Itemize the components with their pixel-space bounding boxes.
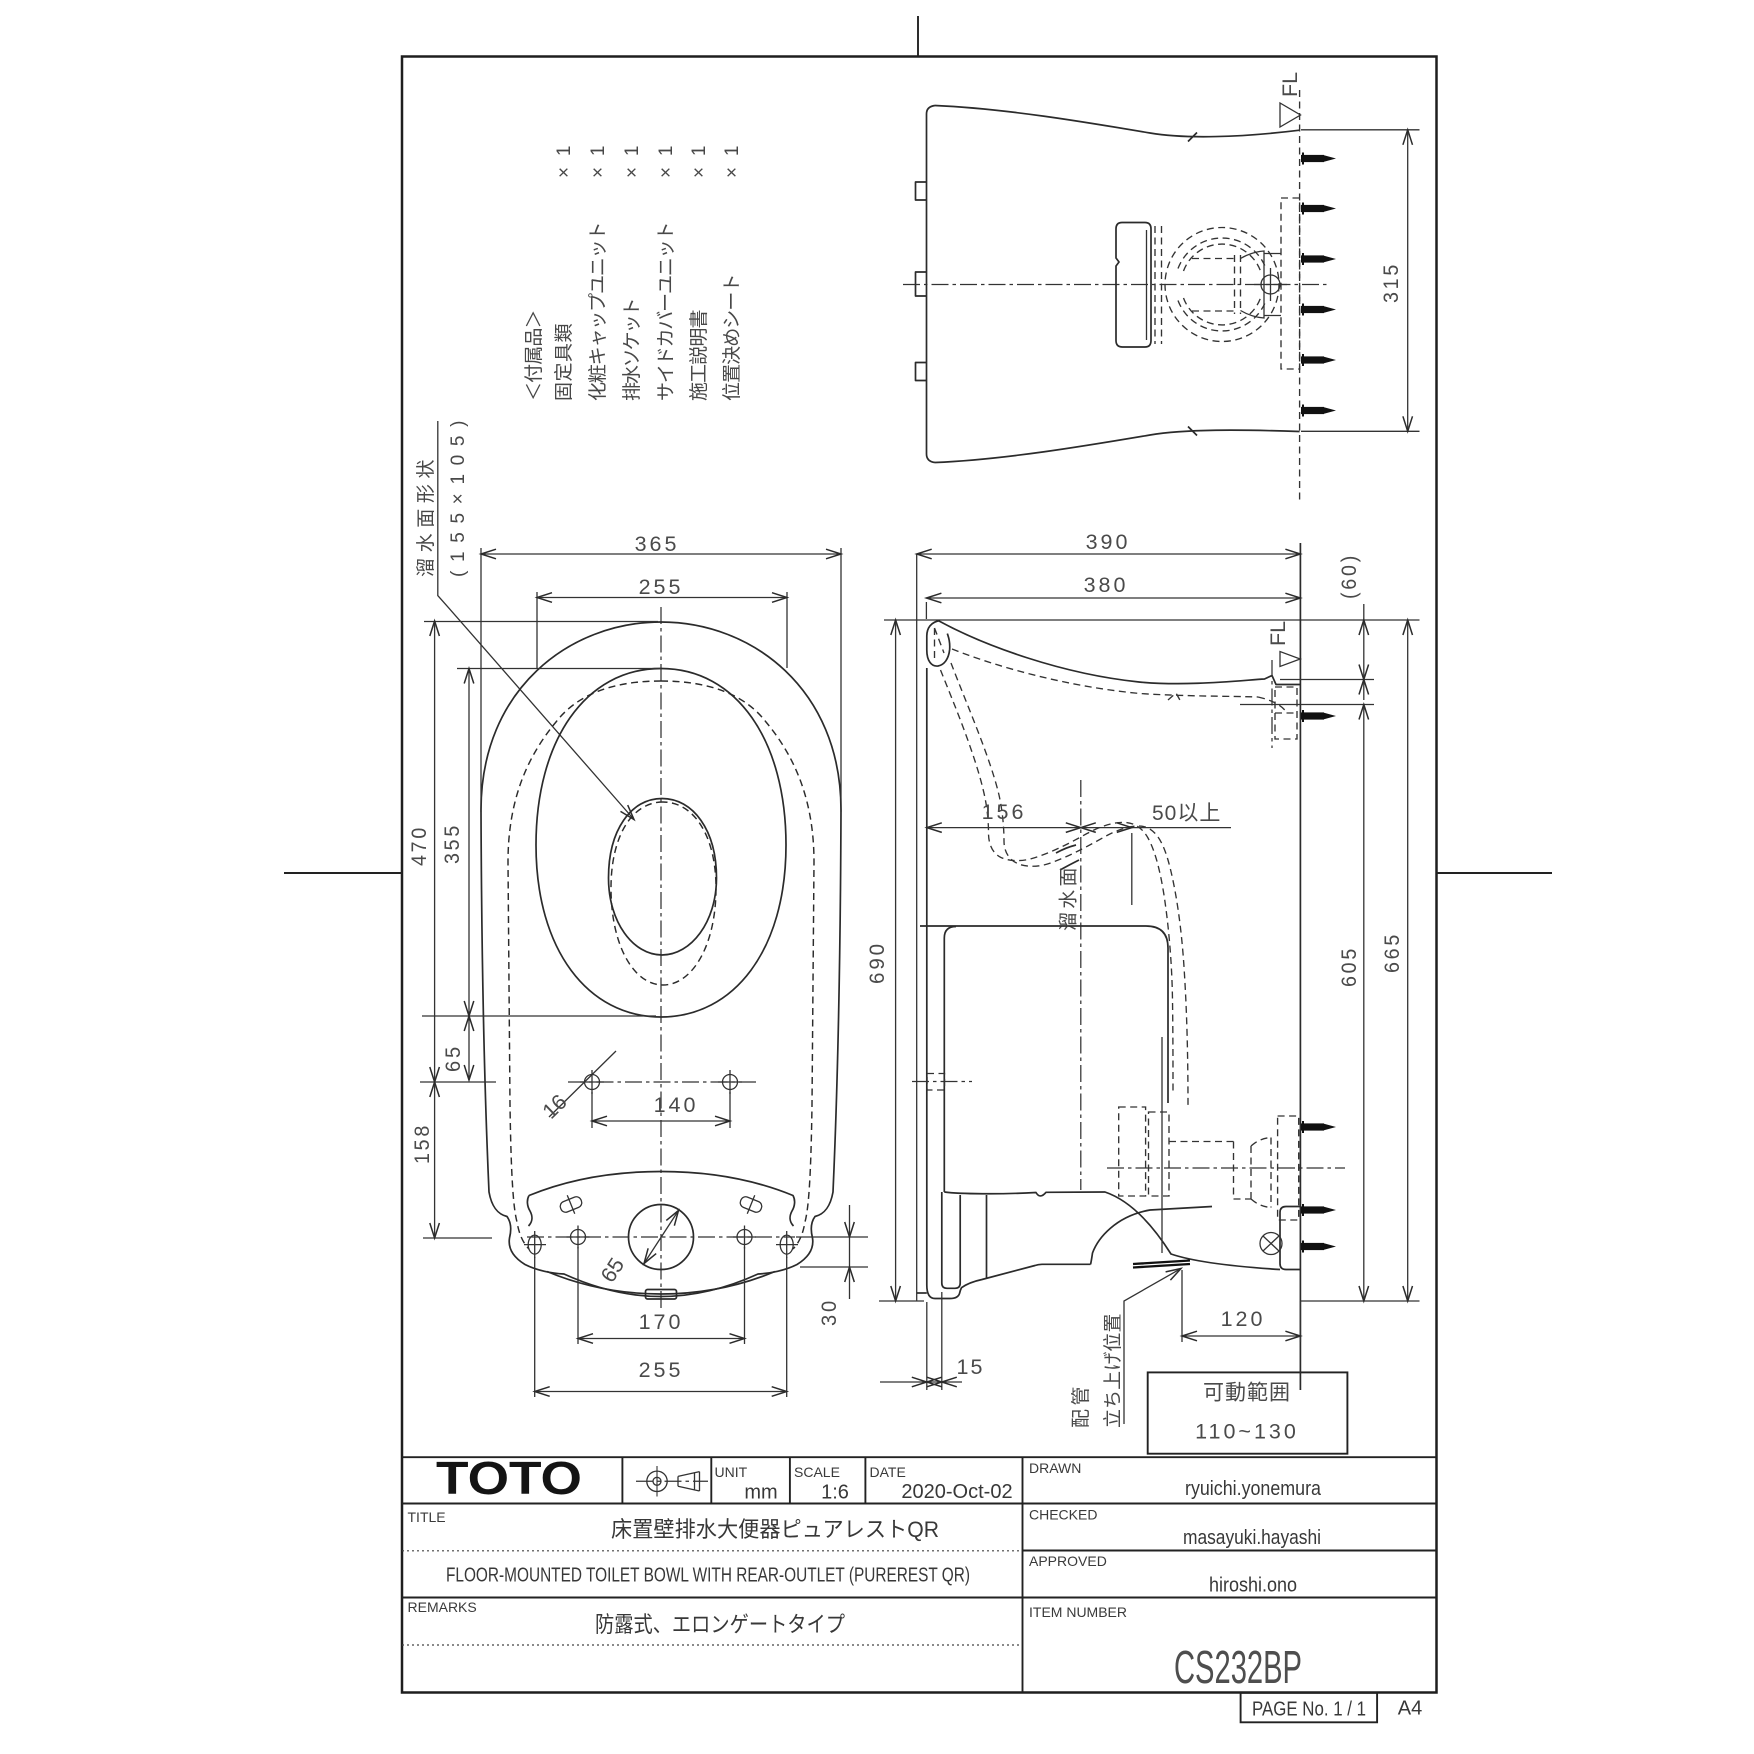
svg-text:DATE: DATE bbox=[870, 1464, 906, 1480]
svg-text:355: 355 bbox=[440, 823, 464, 864]
svg-text:(60): (60) bbox=[1337, 553, 1361, 599]
svg-text:FL: FL bbox=[1278, 72, 1302, 97]
svg-text:REMARKS: REMARKS bbox=[408, 1599, 477, 1615]
svg-text:防露式、エロンゲートタイプ: 防露式、エロンゲートタイプ bbox=[595, 1612, 845, 1637]
svg-text:CS232BP: CS232BP bbox=[1174, 1641, 1302, 1693]
svg-text:位置決めシート: 位置決めシート bbox=[721, 273, 743, 401]
svg-text:65: 65 bbox=[441, 1044, 465, 1072]
svg-text:FL: FL bbox=[1266, 621, 1290, 646]
svg-text:170: 170 bbox=[639, 1310, 684, 1334]
svg-text:SCALE: SCALE bbox=[794, 1464, 840, 1480]
svg-text:立ち上げ位置: 立ち上げ位置 bbox=[1102, 1313, 1124, 1428]
svg-text:156: 156 bbox=[982, 800, 1027, 824]
svg-text:2020-Oct-02: 2020-Oct-02 bbox=[901, 1481, 1012, 1503]
svg-text:＜付属品＞: ＜付属品＞ bbox=[523, 309, 545, 401]
svg-text:120: 120 bbox=[1221, 1307, 1266, 1331]
svg-text:(155×105): (155×105) bbox=[448, 420, 469, 577]
svg-text:470: 470 bbox=[407, 825, 431, 866]
svg-text:hiroshi.ono: hiroshi.ono bbox=[1209, 1575, 1297, 1597]
svg-text:固定具類: 固定具類 bbox=[553, 323, 575, 401]
svg-text:PAGE No. 1 / 1: PAGE No. 1 / 1 bbox=[1252, 1699, 1366, 1721]
svg-text:mm: mm bbox=[744, 1482, 777, 1504]
svg-text:masayuki.hayashi: masayuki.hayashi bbox=[1183, 1527, 1321, 1549]
svg-text:255: 255 bbox=[639, 575, 684, 599]
svg-text:315: 315 bbox=[1379, 262, 1403, 303]
svg-text:365: 365 bbox=[635, 532, 680, 556]
svg-text:UNIT: UNIT bbox=[715, 1464, 748, 1480]
svg-text:可動範囲: 可動範囲 bbox=[1203, 1382, 1291, 1405]
svg-text:158: 158 bbox=[410, 1123, 434, 1164]
svg-text:ITEM NUMBER: ITEM NUMBER bbox=[1029, 1604, 1127, 1620]
svg-text:サイドカバーユニット: サイドカバーユニット bbox=[656, 221, 677, 401]
svg-text:A4: A4 bbox=[1398, 1698, 1422, 1720]
svg-text:50以上: 50以上 bbox=[1152, 802, 1221, 825]
svg-text:ryuichi.yonemura: ryuichi.yonemura bbox=[1185, 1478, 1322, 1500]
svg-text:床置壁排水大便器ピュアレストQR: 床置壁排水大便器ピュアレストQR bbox=[611, 1517, 939, 1542]
svg-text:FLOOR-MOUNTED TOILET BOWL WITH: FLOOR-MOUNTED TOILET BOWL WITH REAR-OUTL… bbox=[446, 1565, 970, 1587]
svg-text:690: 690 bbox=[865, 941, 889, 984]
svg-text:排水ソケット: 排水ソケット bbox=[621, 297, 643, 401]
svg-text:665: 665 bbox=[1380, 932, 1404, 973]
svg-text:CHECKED: CHECKED bbox=[1029, 1507, 1097, 1523]
svg-text:140: 140 bbox=[654, 1093, 699, 1117]
svg-text:1:6: 1:6 bbox=[821, 1482, 849, 1504]
svg-text:DRAWN: DRAWN bbox=[1029, 1460, 1081, 1476]
svg-text:110~130: 110~130 bbox=[1195, 1420, 1299, 1444]
svg-text:TOTO: TOTO bbox=[436, 1452, 582, 1504]
svg-text:380: 380 bbox=[1084, 573, 1129, 597]
svg-text:APPROVED: APPROVED bbox=[1029, 1553, 1107, 1569]
svg-text:605: 605 bbox=[1337, 946, 1361, 987]
svg-text:施工説明書: 施工説明書 bbox=[688, 309, 710, 401]
svg-text:30: 30 bbox=[817, 1298, 841, 1326]
svg-text:溜水面: 溜水面 bbox=[1058, 867, 1080, 931]
svg-text:溜水面形状: 溜水面形状 bbox=[415, 459, 437, 577]
svg-text:TITLE: TITLE bbox=[408, 1509, 446, 1525]
svg-text:390: 390 bbox=[1086, 530, 1131, 554]
svg-text:15: 15 bbox=[957, 1355, 985, 1379]
svg-text:化粧キャップユニット: 化粧キャップユニット bbox=[587, 221, 609, 401]
svg-text:255: 255 bbox=[639, 1358, 684, 1382]
